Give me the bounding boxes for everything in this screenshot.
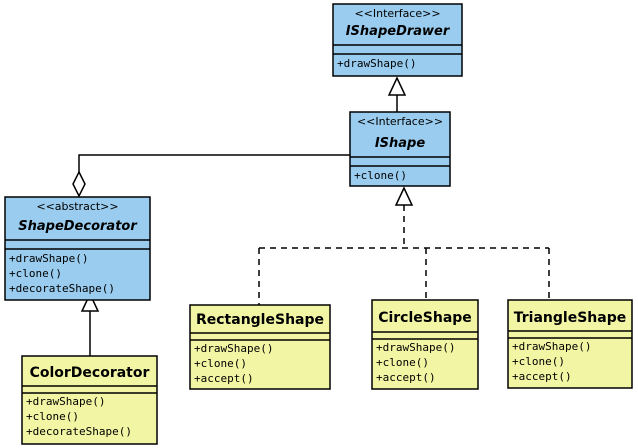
method-label: +accept()	[512, 370, 572, 383]
class-rectangleshape[interactable]: RectangleShape +drawShape() +clone() +ac…	[189, 304, 331, 390]
class-name: ColorDecorator	[30, 365, 150, 381]
method-label: +drawShape()	[9, 252, 88, 265]
class-name: TriangleShape	[514, 310, 626, 326]
method-label: +clone()	[26, 410, 79, 423]
class-name: ShapeDecorator	[18, 219, 138, 234]
method-label: +clone()	[376, 356, 429, 369]
stereotype-label: <<Interface>>	[354, 7, 440, 20]
method-label: +decorateShape()	[9, 282, 115, 295]
class-ishapedrawer[interactable]: <<Interface>> IShapeDrawer +drawShape()	[332, 3, 463, 77]
method-label: +decorateShape()	[26, 425, 132, 438]
class-box	[349, 111, 451, 187]
method-label: +clone()	[194, 357, 247, 370]
class-name: IShape	[375, 136, 426, 151]
class-name: IShapeDrawer	[346, 24, 451, 39]
method-label: +drawShape()	[194, 342, 273, 355]
method-label: +drawShape()	[26, 395, 105, 408]
class-box	[21, 355, 158, 445]
method-label: +drawShape()	[512, 340, 591, 353]
method-label: +clone()	[9, 267, 62, 280]
method-label: +drawShape()	[337, 57, 416, 70]
class-triangleshape[interactable]: TriangleShape +drawShape() +clone() +acc…	[507, 299, 633, 389]
class-name: RectangleShape	[196, 312, 324, 328]
class-circleshape[interactable]: CircleShape +drawShape() +clone() +accep…	[371, 299, 479, 390]
class-box	[507, 299, 633, 389]
class-box	[371, 299, 479, 390]
class-box	[332, 3, 463, 77]
method-label: +accept()	[376, 371, 436, 384]
aggregation-line-shapedecorator-ishape	[78, 154, 350, 172]
class-colordecorator[interactable]: ColorDecorator +drawShape() +clone() +de…	[21, 355, 158, 445]
inheritance-arrowhead-shapedecorator	[80, 292, 100, 312]
class-ishape[interactable]: <<Interface>> IShape +clone()	[349, 111, 451, 187]
method-label: +drawShape()	[376, 341, 455, 354]
class-name: CircleShape	[378, 310, 472, 326]
inheritance-arrowhead-ishapedrawer	[387, 76, 407, 96]
class-shapedecorator[interactable]: <<abstract>> ShapeDecorator +drawShape()…	[4, 196, 151, 301]
aggregation-diamond-icon	[72, 170, 86, 198]
method-label: +clone()	[512, 355, 565, 368]
method-label: +accept()	[194, 372, 254, 385]
stereotype-label: <<Interface>>	[357, 115, 443, 128]
realization-arrowhead-ishape	[394, 186, 414, 206]
connectors	[72, 76, 550, 356]
class-box	[189, 304, 331, 390]
stereotype-label: <<abstract>>	[36, 200, 118, 213]
method-label: +clone()	[354, 169, 407, 182]
